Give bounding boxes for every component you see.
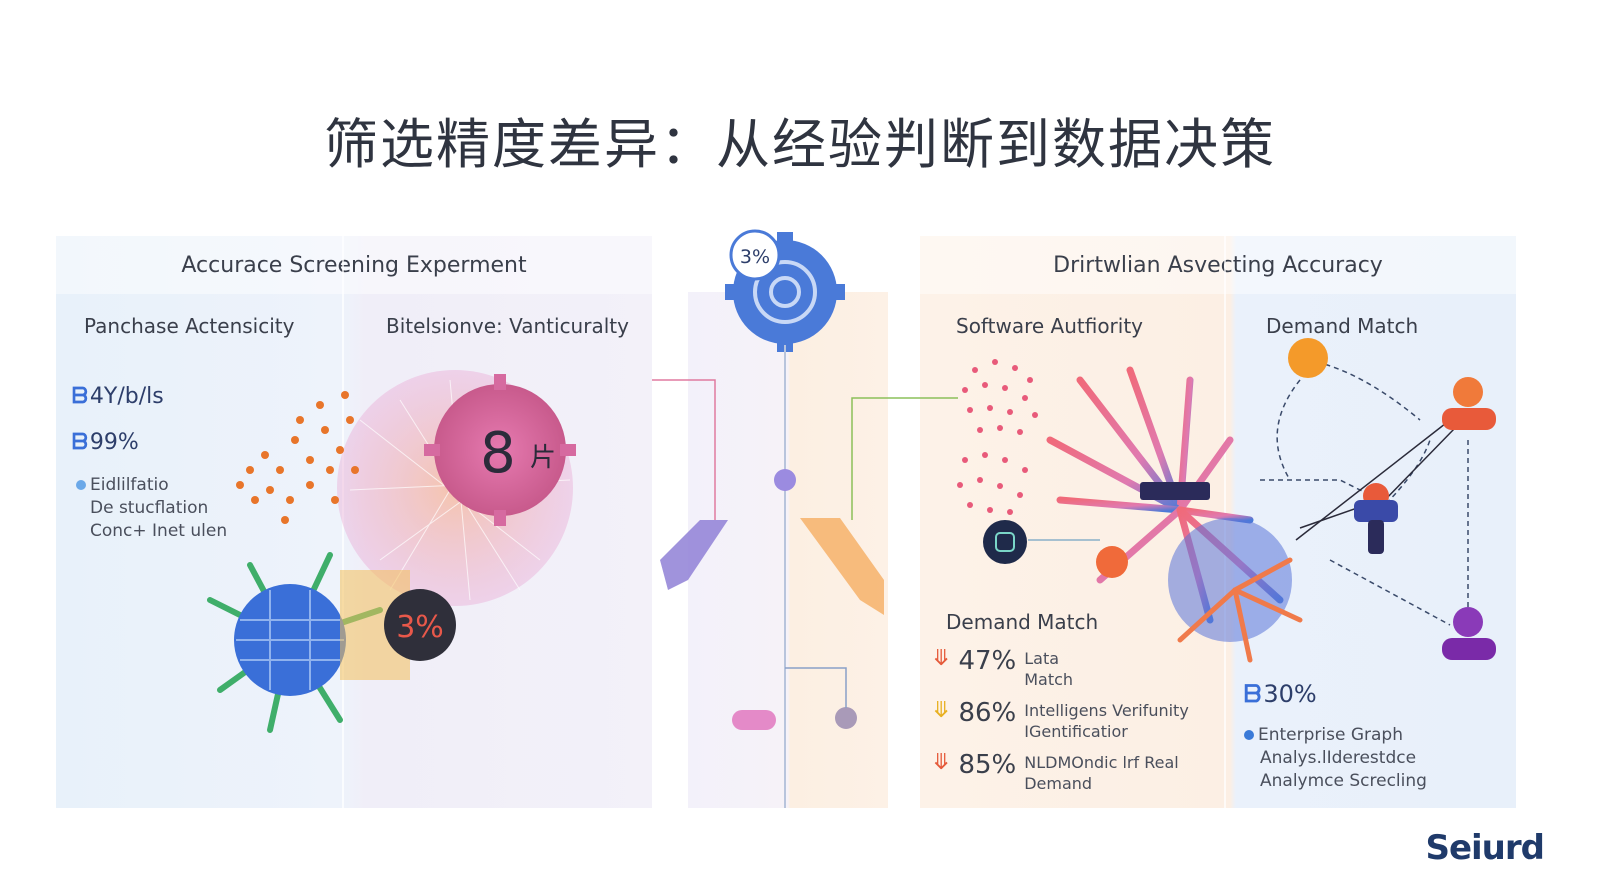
small-badge <box>384 589 456 661</box>
blue-burst-core <box>1168 518 1292 642</box>
connector-line <box>851 397 958 520</box>
gear-badge-value: 8 <box>480 421 516 486</box>
chart-icon: ᗷ <box>1244 680 1262 708</box>
trend-arrow-icon: ⤋ <box>932 750 951 775</box>
connector-line <box>785 667 847 708</box>
left-col2-title: Bitelsionve: Vanticuralty <box>386 314 629 338</box>
user-node-icon <box>1442 607 1496 660</box>
capsule-icon <box>732 710 776 730</box>
trend-arrow-icon: ⤋ <box>932 646 951 671</box>
left-chevron-icon <box>660 520 728 590</box>
brand-logo: Seiurd <box>1425 828 1545 868</box>
sphere-gridlines <box>236 590 344 690</box>
orange-burst <box>1177 557 1303 663</box>
page-title: 筛选精度差异：从经验判断到数据决策 <box>324 113 1276 176</box>
center-gear-icon: 3% <box>725 229 845 352</box>
left-stat-1: ᗷ4Y/b/ls <box>72 384 164 409</box>
orange-dot-cloud <box>236 391 359 524</box>
left-stat-2: ᗷ99% <box>72 430 139 455</box>
left-note: Eidlilfatio De stucflation Conc+ Inet ul… <box>76 474 227 543</box>
right-col1-title: Software Autfiority <box>956 314 1144 338</box>
graph-stat: ᗷ30% <box>1244 680 1317 708</box>
orange-node <box>1096 546 1128 578</box>
connector-line <box>652 379 716 520</box>
chart-icon: ᗷ <box>72 430 88 455</box>
left-col1-title: Panchase Actensicity <box>84 314 295 338</box>
sun-node-icon <box>1288 338 1328 378</box>
user-node-icon <box>1442 377 1496 430</box>
trend-arrow-icon: ⤋ <box>932 698 951 723</box>
left-panel-header: Accurace Screening Experment <box>56 236 652 294</box>
right-chevron-icon <box>800 518 884 615</box>
center-gear-badge: 3% <box>740 246 770 268</box>
right-col2-title: Demand Match <box>1266 314 1419 338</box>
device-icon <box>1140 482 1210 500</box>
center-node <box>774 469 796 491</box>
bullet-icon <box>76 480 86 490</box>
chart-icon: ᗷ <box>72 384 88 409</box>
graph-note: Enterprise Graph Analys.lIderestdce Anal… <box>1244 724 1427 793</box>
target-node-icon <box>983 520 1027 564</box>
svg-text:片: 片 <box>530 443 556 473</box>
center-node <box>835 707 857 729</box>
demand-match-title: Demand Match <box>946 610 1099 634</box>
right-panel-header: Drirtwlian Asvecting Accuracy <box>920 236 1516 294</box>
bullet-icon <box>1244 730 1254 740</box>
small-badge-value: 3% <box>396 610 444 645</box>
gear-badge-large: 8 片 <box>424 374 576 526</box>
hub-node-icon <box>1354 483 1398 554</box>
pink-dot-sphere <box>957 359 1038 515</box>
